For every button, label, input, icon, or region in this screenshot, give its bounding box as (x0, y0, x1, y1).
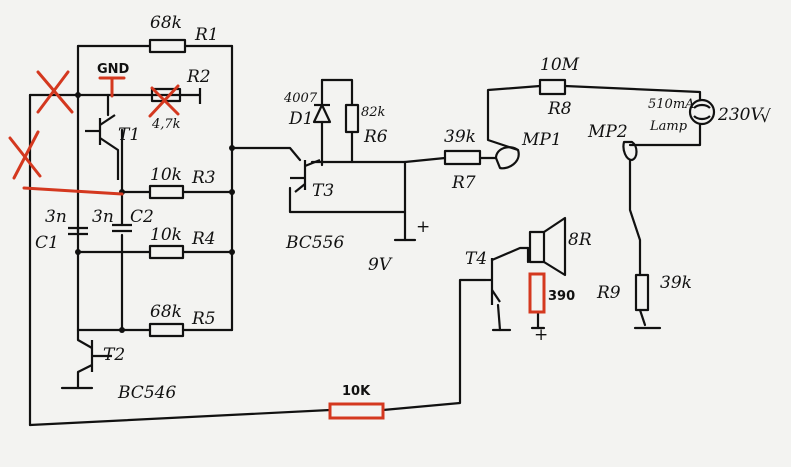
resistor-390 (528, 272, 546, 314)
r8-name-label: R8 (547, 99, 572, 119)
t3-type-label: BC556 (285, 233, 344, 253)
resistor-390-label: 390 (548, 289, 575, 304)
capacitor-c2 (112, 223, 132, 233)
mp2-label: MP2 (587, 122, 628, 142)
capacitor-c1 (68, 226, 88, 236)
r1-name-label: R1 (194, 25, 219, 45)
resistor-r3 (148, 184, 185, 200)
resistor-r4 (148, 244, 185, 260)
r2-value-label: 4,7k (151, 117, 181, 132)
d1-name-label: D1 (288, 109, 313, 129)
contact-mp1 (494, 146, 520, 170)
r3-value-label: 10k (150, 165, 182, 185)
bulb-voltage-label: 230V (717, 105, 764, 125)
speaker-value-label: 8R (568, 230, 592, 250)
c1-name-label: C1 (35, 233, 59, 253)
c1-value-label: 3n (45, 207, 67, 227)
r4-value-label: 10k (150, 225, 182, 245)
d1-type-label: 4007 (283, 91, 318, 106)
transistor-t3 (290, 158, 321, 193)
r9-name-label: R9 (596, 283, 621, 303)
r7-value-label: 39k (444, 127, 476, 147)
r2-name-label: R2 (186, 67, 211, 87)
t4-label: T4 (465, 249, 487, 269)
r6-name-label: R6 (363, 127, 388, 147)
t2-label: T2 (103, 345, 125, 365)
transistor-t4 (485, 258, 501, 305)
resistor-r7 (443, 149, 482, 166)
r4-name-label: R4 (191, 229, 216, 249)
r3-name-label: R3 (191, 168, 216, 188)
r7-name-label: R7 (451, 173, 476, 193)
speaker (528, 216, 567, 277)
bulb-type-label: Lamp (649, 119, 688, 134)
junction-dots (75, 92, 235, 333)
c2-value-label: 3n (92, 207, 114, 227)
r8-value-label: 10M (540, 55, 580, 75)
r1-value-label: 68k (150, 13, 182, 33)
bulb-rating-label: 510mA (648, 97, 695, 112)
resistor-r5 (148, 322, 185, 338)
r6-value-label: 82k (361, 105, 386, 120)
check-mark: √ (760, 107, 771, 127)
r9-value-label: 39k (660, 273, 692, 293)
diode-d1 (312, 103, 332, 124)
transistor-t1 (85, 114, 120, 180)
t2-type-label: BC546 (117, 383, 176, 403)
middle-wiring (230, 78, 447, 242)
r5-name-label: R5 (191, 309, 216, 329)
resistor-r8 (538, 78, 567, 96)
t3-label: T3 (312, 181, 334, 201)
resistor-10k (328, 402, 385, 420)
mp1-label: MP1 (521, 130, 562, 150)
r5-value-label: 68k (150, 302, 182, 322)
correction-marks (8, 70, 180, 196)
resistor-r6 (344, 103, 360, 134)
gnd-label: GND (97, 62, 130, 77)
t1-label: T1 (118, 125, 140, 145)
supply-label: 9V (368, 255, 393, 275)
right-wiring (478, 84, 702, 332)
resistor-r1 (148, 38, 187, 54)
resistor-10k-label: 10K (342, 384, 371, 399)
lamp-bulb (688, 98, 716, 126)
resistor-r9 (634, 273, 650, 312)
contact-mp2 (622, 140, 638, 162)
plus-sign-speaker: + (534, 325, 548, 345)
transistor-t2 (77, 339, 112, 373)
c2-name-label: C2 (130, 207, 154, 227)
plus-sign: + (416, 217, 430, 237)
